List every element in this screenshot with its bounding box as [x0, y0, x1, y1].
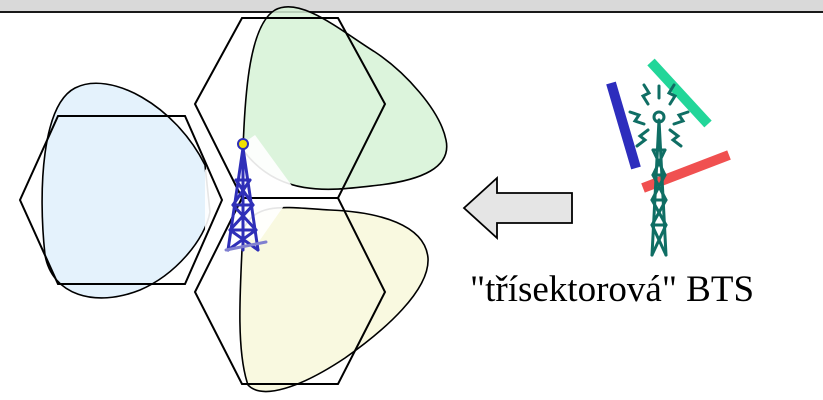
- antenna-blue: [606, 81, 641, 170]
- top-bar: [0, 0, 823, 13]
- hex-cell-left: [18, 115, 224, 285]
- sector-left-lobe: [41, 82, 211, 299]
- sector-upper-lobe: [242, 5, 448, 191]
- three-sector-bts-icon: [606, 58, 731, 257]
- sector-lower-lobe: [239, 206, 429, 393]
- bts-tower-teal: [628, 83, 690, 257]
- bts-caption: "třísektorová" BTS: [470, 269, 755, 310]
- antenna-green: [647, 58, 712, 128]
- bts-tower-icon: [224, 138, 268, 252]
- left-arrow-icon: [462, 175, 573, 241]
